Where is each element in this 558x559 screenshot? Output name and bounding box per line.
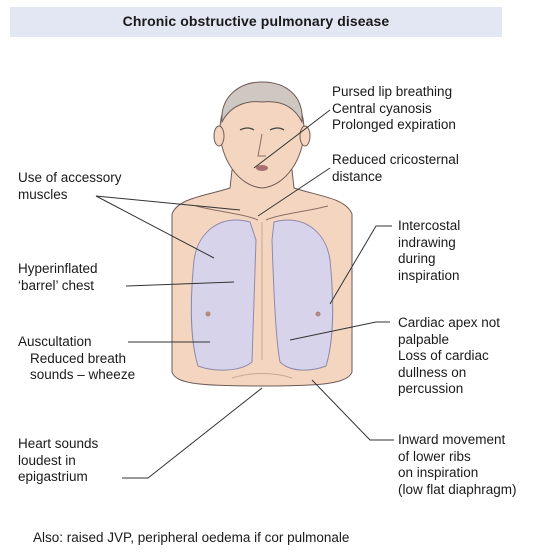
- left-lung: [191, 220, 256, 370]
- label-cardiac-apex: Cardiac apex not palpable Loss of cardia…: [398, 315, 500, 398]
- label-heart-sounds: Heart sounds loudest in epigastrium: [18, 436, 98, 486]
- label-accessory-muscles: Use of accessory muscles: [18, 170, 122, 203]
- left-ear: [214, 126, 224, 146]
- label-auscultation: Auscultation Reduced breath sounds – whe…: [18, 334, 135, 384]
- label-reduced-cricosternal: Reduced cricosternal distance: [332, 152, 459, 185]
- right-lung: [272, 220, 333, 370]
- label-inward-movement: Inward movement of lower ribs on inspira…: [398, 432, 517, 498]
- pursed-lips: [256, 165, 268, 171]
- footer-note: Also: raised JVP, peripheral oedema if c…: [33, 530, 349, 545]
- leader-heart: [122, 388, 262, 478]
- label-intercostal-indrawing: Intercostal indrawing during inspiration: [398, 218, 460, 284]
- label-pursed-lip-breathing: Pursed lip breathing Central cyanosis Pr…: [332, 84, 456, 134]
- leader-ribs: [312, 380, 394, 440]
- label-barrel-chest: Hyperinflated ‘barrel’ chest: [18, 261, 98, 294]
